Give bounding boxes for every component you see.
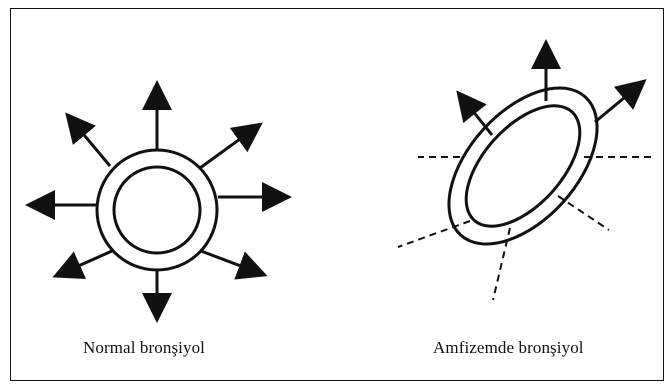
normal-arrow-up-right: [200, 126, 258, 168]
normal-arrow-up-left: [69, 117, 110, 166]
emphysema-arrow-up-right: [595, 83, 642, 122]
normal-arrow-down-left: [58, 251, 112, 275]
emphysema-bronchiole-outer-wall: [421, 61, 626, 271]
emphysema-bronchiole-caption: Amfizemde bronşiyol: [433, 338, 584, 358]
emphysema-arrow-up-left: [460, 95, 492, 135]
normal-bronchiole-group: [31, 86, 286, 317]
normal-bronchiole-inner-wall: [114, 167, 200, 253]
emphysema-dashed-ray-down: [493, 228, 510, 300]
emphysema-bronchiole-group: [398, 45, 655, 300]
normal-arrow-down-right: [201, 251, 262, 274]
normal-bronchiole-caption: Normal bronşiyol: [83, 338, 205, 358]
